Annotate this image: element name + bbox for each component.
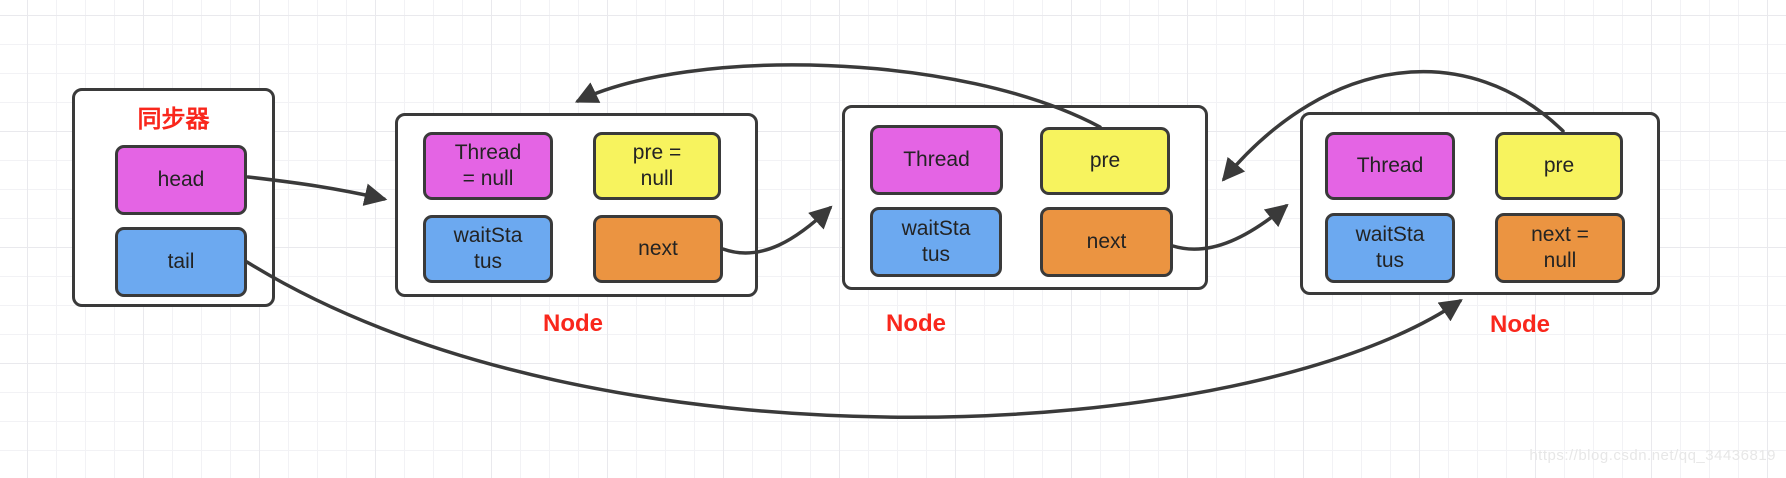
node-3-box: Thread pre waitSta tus next = null [1300,112,1660,295]
watermark-text: https://blog.csdn.net/qq_34436819 [1529,447,1776,464]
node-1-waitstatus-field: waitSta tus [423,215,553,283]
node-1-next-field: next [593,215,723,283]
node-3-waitstatus-field: waitSta tus [1325,213,1455,283]
synchronizer-title: 同步器 [137,106,210,133]
node-3-label: Node [1490,311,1550,338]
node-2-box: Thread pre waitSta tus next [842,105,1208,290]
node-2-pre-field: pre [1040,127,1170,195]
node-1-label: Node [543,310,603,337]
node-3-next-field: next = null [1495,213,1625,283]
node-1-pre-field: pre = null [593,132,721,200]
node-2-label: Node [886,310,946,337]
node-3-thread-field: Thread [1325,132,1455,200]
node-2-thread-field: Thread [870,125,1003,195]
node-3-pre-field: pre [1495,132,1623,200]
synchronizer-box: 同步器 head tail [72,88,275,307]
head-field: head [115,145,247,215]
node-1-box: Thread = null pre = null waitSta tus nex… [395,113,758,297]
tail-field: tail [115,227,247,297]
node-2-next-field: next [1040,207,1173,277]
node-2-waitstatus-field: waitSta tus [870,207,1002,277]
node-1-thread-field: Thread = null [423,132,553,200]
